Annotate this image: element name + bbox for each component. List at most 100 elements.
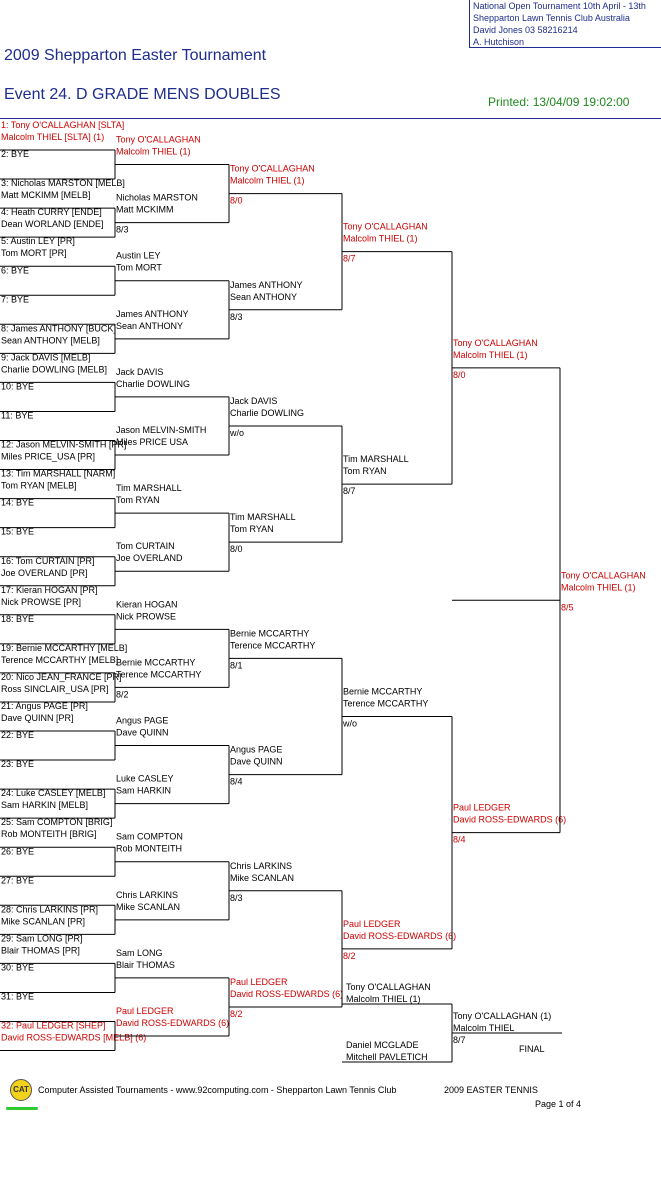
round3-player-b: Tom RYAN [230,524,274,534]
round1-player-b: Charlie DOWLING [MELB] [1,364,107,374]
round3-score: 8/2 [230,1009,243,1019]
round1-player-b: Sean ANTHONY [MELB] [1,335,100,345]
round2-player-a: James ANTHONY [116,309,189,319]
round2-player-a: Austin LEY [116,251,161,261]
round1-player-a: 20: Nico JEAN_FRANCE [PR] [1,672,122,682]
round1-player-a: 18: BYE [1,614,34,624]
round1-player-a: 12: Jason MELVIN-SMITH [PR] [1,440,126,450]
info-tournament: National Open Tournament 10th April - 13… [473,1,646,11]
round1-player-b: Rob MONTEITH [BRIG] [1,829,97,839]
round1-player-a: 24: Luke CASLEY [MELB] [1,788,105,798]
round1-player-a: 31: BYE [1,992,34,1002]
round3-player-b: Charlie DOWLING [230,408,304,418]
round1-player-a: 4: Heath CURRY [ENDE] [1,207,102,217]
round3-score: 8/3 [230,312,243,322]
round5-player-b: David ROSS-EDWARDS (6) [453,815,566,825]
round2-player-a: Tim MARSHALL [116,483,182,493]
round1-player-b: Terence MCCARTHY [MELB] [1,655,118,665]
round1-player-a: 32: Paul LEDGER [SHEP] [1,1021,106,1031]
round4-player-b: Tom RYAN [343,466,387,476]
playoff-winner-b: Malcolm THIEL [453,1023,514,1033]
round2-player-a: Tony O'CALLAGHAN [116,135,201,145]
round2-player-b: Blair THOMAS [116,960,175,970]
round1-player-a: 11: BYE [1,411,33,421]
round3-player-a: Tony O'CALLAGHAN [230,164,315,174]
round5-player-a: Paul LEDGER [453,803,511,813]
round2-score: 8/3 [116,225,129,235]
round3-player-a: Paul LEDGER [230,977,288,987]
round4-score: 8/2 [343,951,356,961]
round4-score: 8/7 [343,254,356,264]
round2-player-b: Sean ANTHONY [116,321,183,331]
round1-player-b: Joe OVERLAND [PR] [1,568,88,578]
playoff-top-b: Malcolm THIEL (1) [346,994,421,1004]
playoff-bottom-a: Daniel MCGLADE [346,1040,419,1050]
round2-player-b: Malcolm THIEL (1) [116,147,191,157]
round1-player-a: 19: Bernie MCCARTHY [MELB] [1,643,127,653]
round2-player-a: Angus PAGE [116,716,168,726]
event-title: Event 24. D GRADE MENS DOUBLES [4,86,281,103]
round1-player-a: 13: Tim MARSHALL [NARM] [1,469,115,479]
round1-player-b: Nick PROWSE [PR] [1,597,81,607]
info-club: Shepparton Lawn Tennis Club Australia [473,13,630,23]
round1-player-a: 15: BYE [1,527,34,537]
round3-player-b: Dave QUINN [230,757,283,767]
round2-player-b: David ROSS-EDWARDS (6) [116,1018,229,1028]
round1-player-b: Dave QUINN [PR] [1,713,74,723]
round2-player-a: Bernie MCCARTHY [116,657,195,667]
round5-player-b: Malcolm THIEL (1) [453,350,528,360]
round1-player-b: Ross SINCLAIR_USA [PR] [1,684,109,694]
round4-player-a: Paul LEDGER [343,919,401,929]
round2-player-a: Chris LARKINS [116,890,178,900]
round1-player-a: 9: Jack DAVIS [MELB] [1,352,90,362]
round2-player-b: Dave QUINN [116,728,169,738]
round3-score: 8/1 [230,660,243,670]
round5-score: 8/0 [453,370,466,380]
round4-player-b: David ROSS-EDWARDS (6) [343,931,456,941]
round3-player-b: Mike SCANLAN [230,873,294,883]
round1-player-a: 26: BYE [1,846,34,856]
round2-player-a: Jason MELVIN-SMITH [116,425,206,435]
round1-player-a: 1: Tony O'CALLAGHAN [SLTA] [1,120,124,130]
footer-text: Computer Assisted Tournaments - www.92co… [38,1085,397,1095]
round1-player-a: 5: Austin LEY [PR] [1,236,75,246]
round1-player-a: 29: Sam LONG [PR] [1,933,83,943]
round2-player-b: Sam HARKIN [116,786,171,796]
round6-player-a: Tony O'CALLAGHAN [561,570,646,580]
logo-underline [6,1107,38,1110]
round5-player-a: Tony O'CALLAGHAN [453,338,538,348]
header-divider [0,118,661,119]
round3-player-a: Tim MARSHALL [230,512,296,522]
round1-player-a: 3: Nicholas MARSTON [MELB] [1,178,125,188]
printed-timestamp: Printed: 13/04/09 19:02:00 [488,95,630,109]
round1-player-a: 22: BYE [1,730,34,740]
tournament-info-box [469,0,661,48]
round2-player-a: Jack DAVIS [116,367,163,377]
round1-player-a: 2: BYE [1,149,29,159]
round2-player-b: Nick PROWSE [116,611,176,621]
round1-player-b: Matt MCKIMM [MELB] [1,190,91,200]
round3-score: 8/0 [230,544,243,554]
round2-player-a: Nicholas MARSTON [116,193,198,203]
round3-player-a: Jack DAVIS [230,396,277,406]
round1-player-a: 23: BYE [1,759,34,769]
round4-player-a: Tim MARSHALL [343,454,409,464]
round2-player-a: Sam COMPTON [116,832,183,842]
page-number: Page 1 of 4 [535,1099,582,1109]
footer-event: 2009 EASTER TENNIS [444,1085,538,1095]
round1-player-a: 8: James ANTHONY [BUCK] [1,323,116,333]
round1-player-b: Miles PRICE_USA [PR] [1,452,95,462]
playoff-winner-a: Tony O'CALLAGHAN (1) [453,1011,551,1021]
round4-score: w/o [342,718,357,728]
round1-player-b: Sam HARKIN [MELB] [1,800,88,810]
cat-logo-icon: CAT [10,1079,32,1101]
round3-player-b: Malcolm THIEL (1) [230,176,305,186]
round3-player-a: James ANTHONY [230,280,303,290]
round1-player-b: Malcolm THIEL [SLTA] (1) [1,132,104,142]
round3-score: 8/4 [230,777,243,787]
info-contact: David Jones 03 58216214 [473,25,578,35]
round1-player-a: 25: Sam COMPTON [BRIG] [1,817,112,827]
round4-score: 8/7 [343,486,356,496]
round1-player-a: 21: Angus PAGE [PR] [1,701,88,711]
